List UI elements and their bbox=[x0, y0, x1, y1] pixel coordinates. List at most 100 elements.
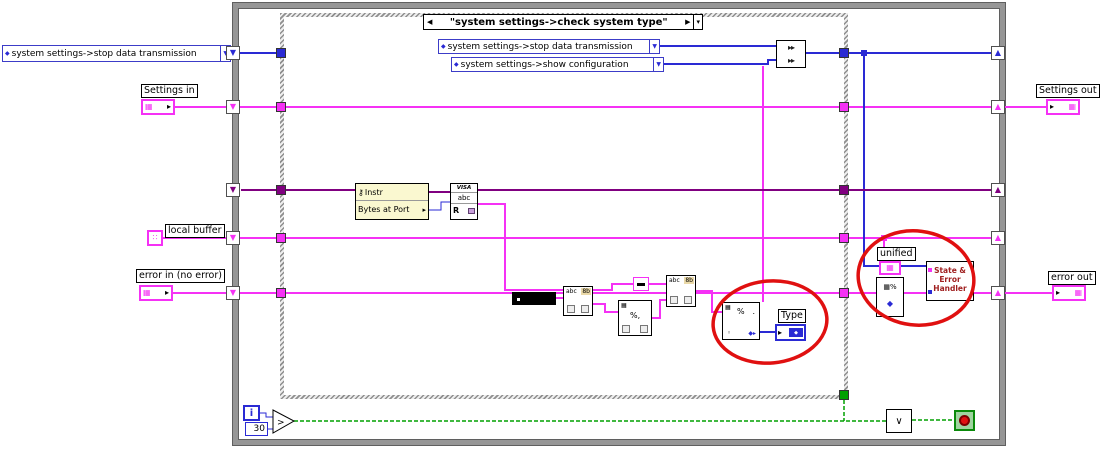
cluster-grid-icon: ▦ bbox=[145, 102, 153, 111]
enum-text: system settings->show configuration bbox=[460, 59, 629, 70]
type-enum-terminal[interactable]: ▸ ◆ bbox=[775, 324, 806, 341]
shift-register-right-buffer[interactable]: ▲ bbox=[991, 231, 1005, 245]
enum-constant-stop-transmission-outer[interactable]: ◆ system settings->stop data transmissio… bbox=[2, 45, 231, 62]
unified-terminal[interactable]: ▦ bbox=[879, 261, 901, 275]
shift-down-icon: ▼ bbox=[229, 48, 237, 57]
case-tunnel-enum-right[interactable] bbox=[839, 48, 849, 58]
compare-node[interactable] bbox=[633, 277, 649, 291]
cluster-wires bbox=[163, 66, 1052, 319]
icon-box bbox=[622, 325, 630, 333]
property-name-label: Bytes at Port bbox=[358, 205, 410, 214]
byte-icon: 8b bbox=[684, 277, 694, 284]
dropdown-arrow-icon[interactable]: ▼ bbox=[653, 58, 663, 71]
error-out-terminal[interactable]: ▸ ▦ bbox=[1052, 285, 1086, 301]
enum-text: system settings->stop data transmission bbox=[447, 41, 633, 52]
unified-label: unified bbox=[877, 247, 916, 261]
iteration-i: i bbox=[249, 407, 254, 419]
greater-than-node[interactable]: > bbox=[272, 409, 296, 434]
case-decrement-arrow[interactable]: ◀ bbox=[427, 18, 433, 26]
property-row-bytes-at-port[interactable]: Bytes at Port ▸ bbox=[356, 201, 428, 218]
string-constant-black[interactable] bbox=[512, 292, 556, 305]
case-selector-text: "system settings->check system type" bbox=[449, 16, 668, 28]
case-tunnel-error-right[interactable] bbox=[839, 288, 849, 298]
state-error-handler-node[interactable]: State & Error Handler bbox=[926, 261, 974, 301]
shift-register-right-settings[interactable]: ▲ bbox=[991, 100, 1005, 114]
error-in-terminal[interactable]: ▦ ▸ bbox=[139, 285, 173, 301]
enum-constant-show-configuration[interactable]: ◆ system settings->show configuration ▼ bbox=[451, 57, 664, 72]
grid-icon: ▦ bbox=[621, 302, 627, 309]
numeric-wires bbox=[260, 201, 450, 430]
settings-in-label: Settings in bbox=[141, 84, 198, 98]
visa-property-node[interactable]: ⚷ Instr Bytes at Port ▸ bbox=[355, 183, 429, 220]
enum-diamond-icon: ◆ bbox=[5, 50, 10, 57]
case-tunnel-buffer-left[interactable] bbox=[276, 233, 286, 243]
shift-up-icon: ▲ bbox=[994, 233, 1002, 242]
numeric-constant-30[interactable]: 30 bbox=[245, 422, 268, 436]
shift-register-left-buffer[interactable]: ▼ bbox=[226, 231, 240, 245]
abc-icon: abc bbox=[566, 288, 577, 295]
error-in-label: error in (no error) bbox=[136, 269, 225, 283]
shift-register-right-enum[interactable]: ▲ bbox=[991, 46, 1005, 60]
shift-register-right-error[interactable]: ▲ bbox=[991, 286, 1005, 300]
visa-read-icon-box bbox=[468, 208, 475, 214]
indicator-arrow-icon: ▸ bbox=[1056, 288, 1061, 297]
enum-constant-stop-transmission-inner[interactable]: ◆ system settings->stop data transmissio… bbox=[438, 39, 660, 54]
local-buffer-terminal[interactable]: ∷ bbox=[147, 230, 163, 246]
enum-out-icon: ◆▸ bbox=[748, 330, 756, 337]
search-split-string-node[interactable]: abc 8b bbox=[666, 275, 696, 307]
dropdown-arrow-icon[interactable]: ▼ bbox=[220, 46, 230, 61]
shift-register-left-enum[interactable]: ▼ bbox=[226, 46, 240, 60]
build-array-node[interactable]: ▸▸ ▸▸ bbox=[776, 40, 806, 68]
cluster-grid-icon: ▦ bbox=[886, 263, 894, 272]
control-arrow-icon: ▸ bbox=[166, 102, 171, 111]
bundle-node[interactable]: ▦% ◆ bbox=[876, 277, 904, 317]
handler-input-square-pink bbox=[928, 268, 932, 272]
case-increment-arrow[interactable]: ▶ bbox=[685, 18, 691, 26]
dropdown-arrow-icon[interactable]: ▼ bbox=[649, 40, 659, 53]
scan-value-node[interactable]: ▦ % . ◦ ◆▸ bbox=[722, 302, 760, 340]
scan-string-node[interactable]: ▦ %, bbox=[618, 300, 652, 336]
enum-text: system settings->stop data transmission bbox=[11, 48, 197, 59]
cluster-grid-icon: ▦ bbox=[1074, 288, 1082, 297]
case-tunnel-settings-right[interactable] bbox=[839, 102, 849, 112]
icon-box bbox=[567, 305, 575, 313]
shift-register-left-error[interactable]: ▼ bbox=[226, 286, 240, 300]
case-tunnel-selector[interactable] bbox=[276, 48, 286, 58]
constant-dot bbox=[517, 298, 520, 301]
enum-diamond-icon: ◆ bbox=[441, 43, 446, 50]
case-tunnel-visa-right[interactable] bbox=[839, 185, 849, 195]
match-pattern-node[interactable]: abc 8b bbox=[563, 286, 593, 316]
case-tunnel-settings-left[interactable] bbox=[276, 102, 286, 112]
shift-register-left-visa[interactable]: ▼ bbox=[226, 183, 240, 197]
shift-up-icon: ▲ bbox=[994, 48, 1002, 57]
constant-value: 30 bbox=[253, 424, 265, 434]
grid-icon: ▦ bbox=[725, 304, 731, 311]
visa-read-node[interactable]: VISA abc R bbox=[450, 183, 478, 220]
shift-down-icon: ▼ bbox=[229, 185, 237, 194]
icon-box bbox=[670, 296, 678, 304]
stop-conditional-terminal[interactable] bbox=[954, 410, 975, 431]
shift-down-icon: ▼ bbox=[229, 233, 237, 242]
wire-junction-dot bbox=[861, 50, 867, 56]
settings-in-terminal[interactable]: ▦ ▸ bbox=[141, 99, 175, 115]
or-gate-node[interactable]: ∨ bbox=[886, 409, 912, 433]
settings-out-terminal[interactable]: ▸ ▦ bbox=[1046, 99, 1080, 115]
icon-box bbox=[684, 296, 692, 304]
while-loop-structure[interactable] bbox=[233, 3, 1005, 445]
visa-read-title: VISA bbox=[456, 185, 472, 191]
shift-register-left-settings[interactable]: ▼ bbox=[226, 100, 240, 114]
percent-icon: % bbox=[737, 307, 745, 316]
case-menu-icon[interactable]: ▾ bbox=[693, 15, 702, 29]
case-tunnel-visa-left[interactable] bbox=[276, 185, 286, 195]
build-array-row-icon: ▸▸ bbox=[787, 56, 795, 65]
icon-box bbox=[640, 325, 648, 333]
case-tunnel-error-left[interactable] bbox=[276, 288, 286, 298]
case-tunnel-buffer-right[interactable] bbox=[839, 233, 849, 243]
settings-out-label: Settings out bbox=[1036, 84, 1100, 98]
handler-line1: State & bbox=[934, 266, 966, 275]
shift-register-right-visa[interactable]: ▲ bbox=[991, 183, 1005, 197]
case-tunnel-boolean-bottom[interactable] bbox=[839, 390, 849, 400]
enum-diamond-icon: ◆ bbox=[794, 329, 798, 336]
iteration-terminal[interactable]: i bbox=[243, 405, 260, 421]
